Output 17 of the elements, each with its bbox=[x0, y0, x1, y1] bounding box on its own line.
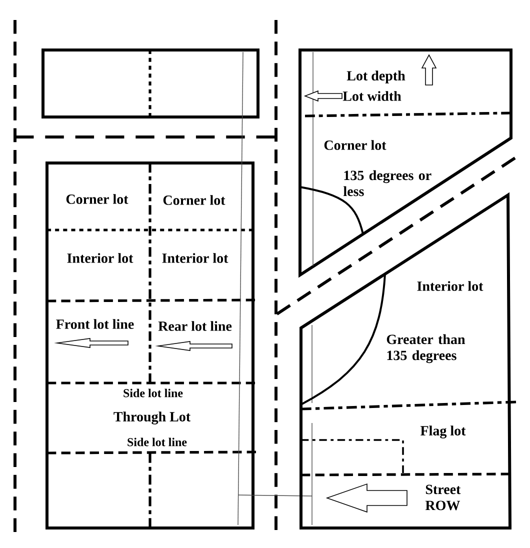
label: Interior lot bbox=[162, 253, 228, 263]
label: Corner lot bbox=[66, 194, 128, 204]
label: Rear lot line bbox=[158, 321, 232, 331]
label: Interior lot bbox=[417, 281, 484, 291]
label: Corner lot bbox=[324, 140, 386, 150]
label: Interior lot bbox=[67, 253, 134, 263]
label: Corner lot bbox=[163, 195, 226, 205]
label: Side lot line bbox=[128, 438, 187, 446]
label: Greater than 135 degrees bbox=[386, 334, 466, 364]
label: Street ROW bbox=[425, 484, 461, 510]
label: Lot depth bbox=[346, 70, 406, 84]
label: Side lot line bbox=[124, 388, 183, 398]
label: Through Lot bbox=[114, 412, 190, 424]
label: Flag lot bbox=[420, 426, 466, 438]
label: Front lot line bbox=[56, 319, 134, 329]
label: Lot width bbox=[342, 91, 402, 101]
label: 135 degrees or less bbox=[343, 170, 432, 196]
